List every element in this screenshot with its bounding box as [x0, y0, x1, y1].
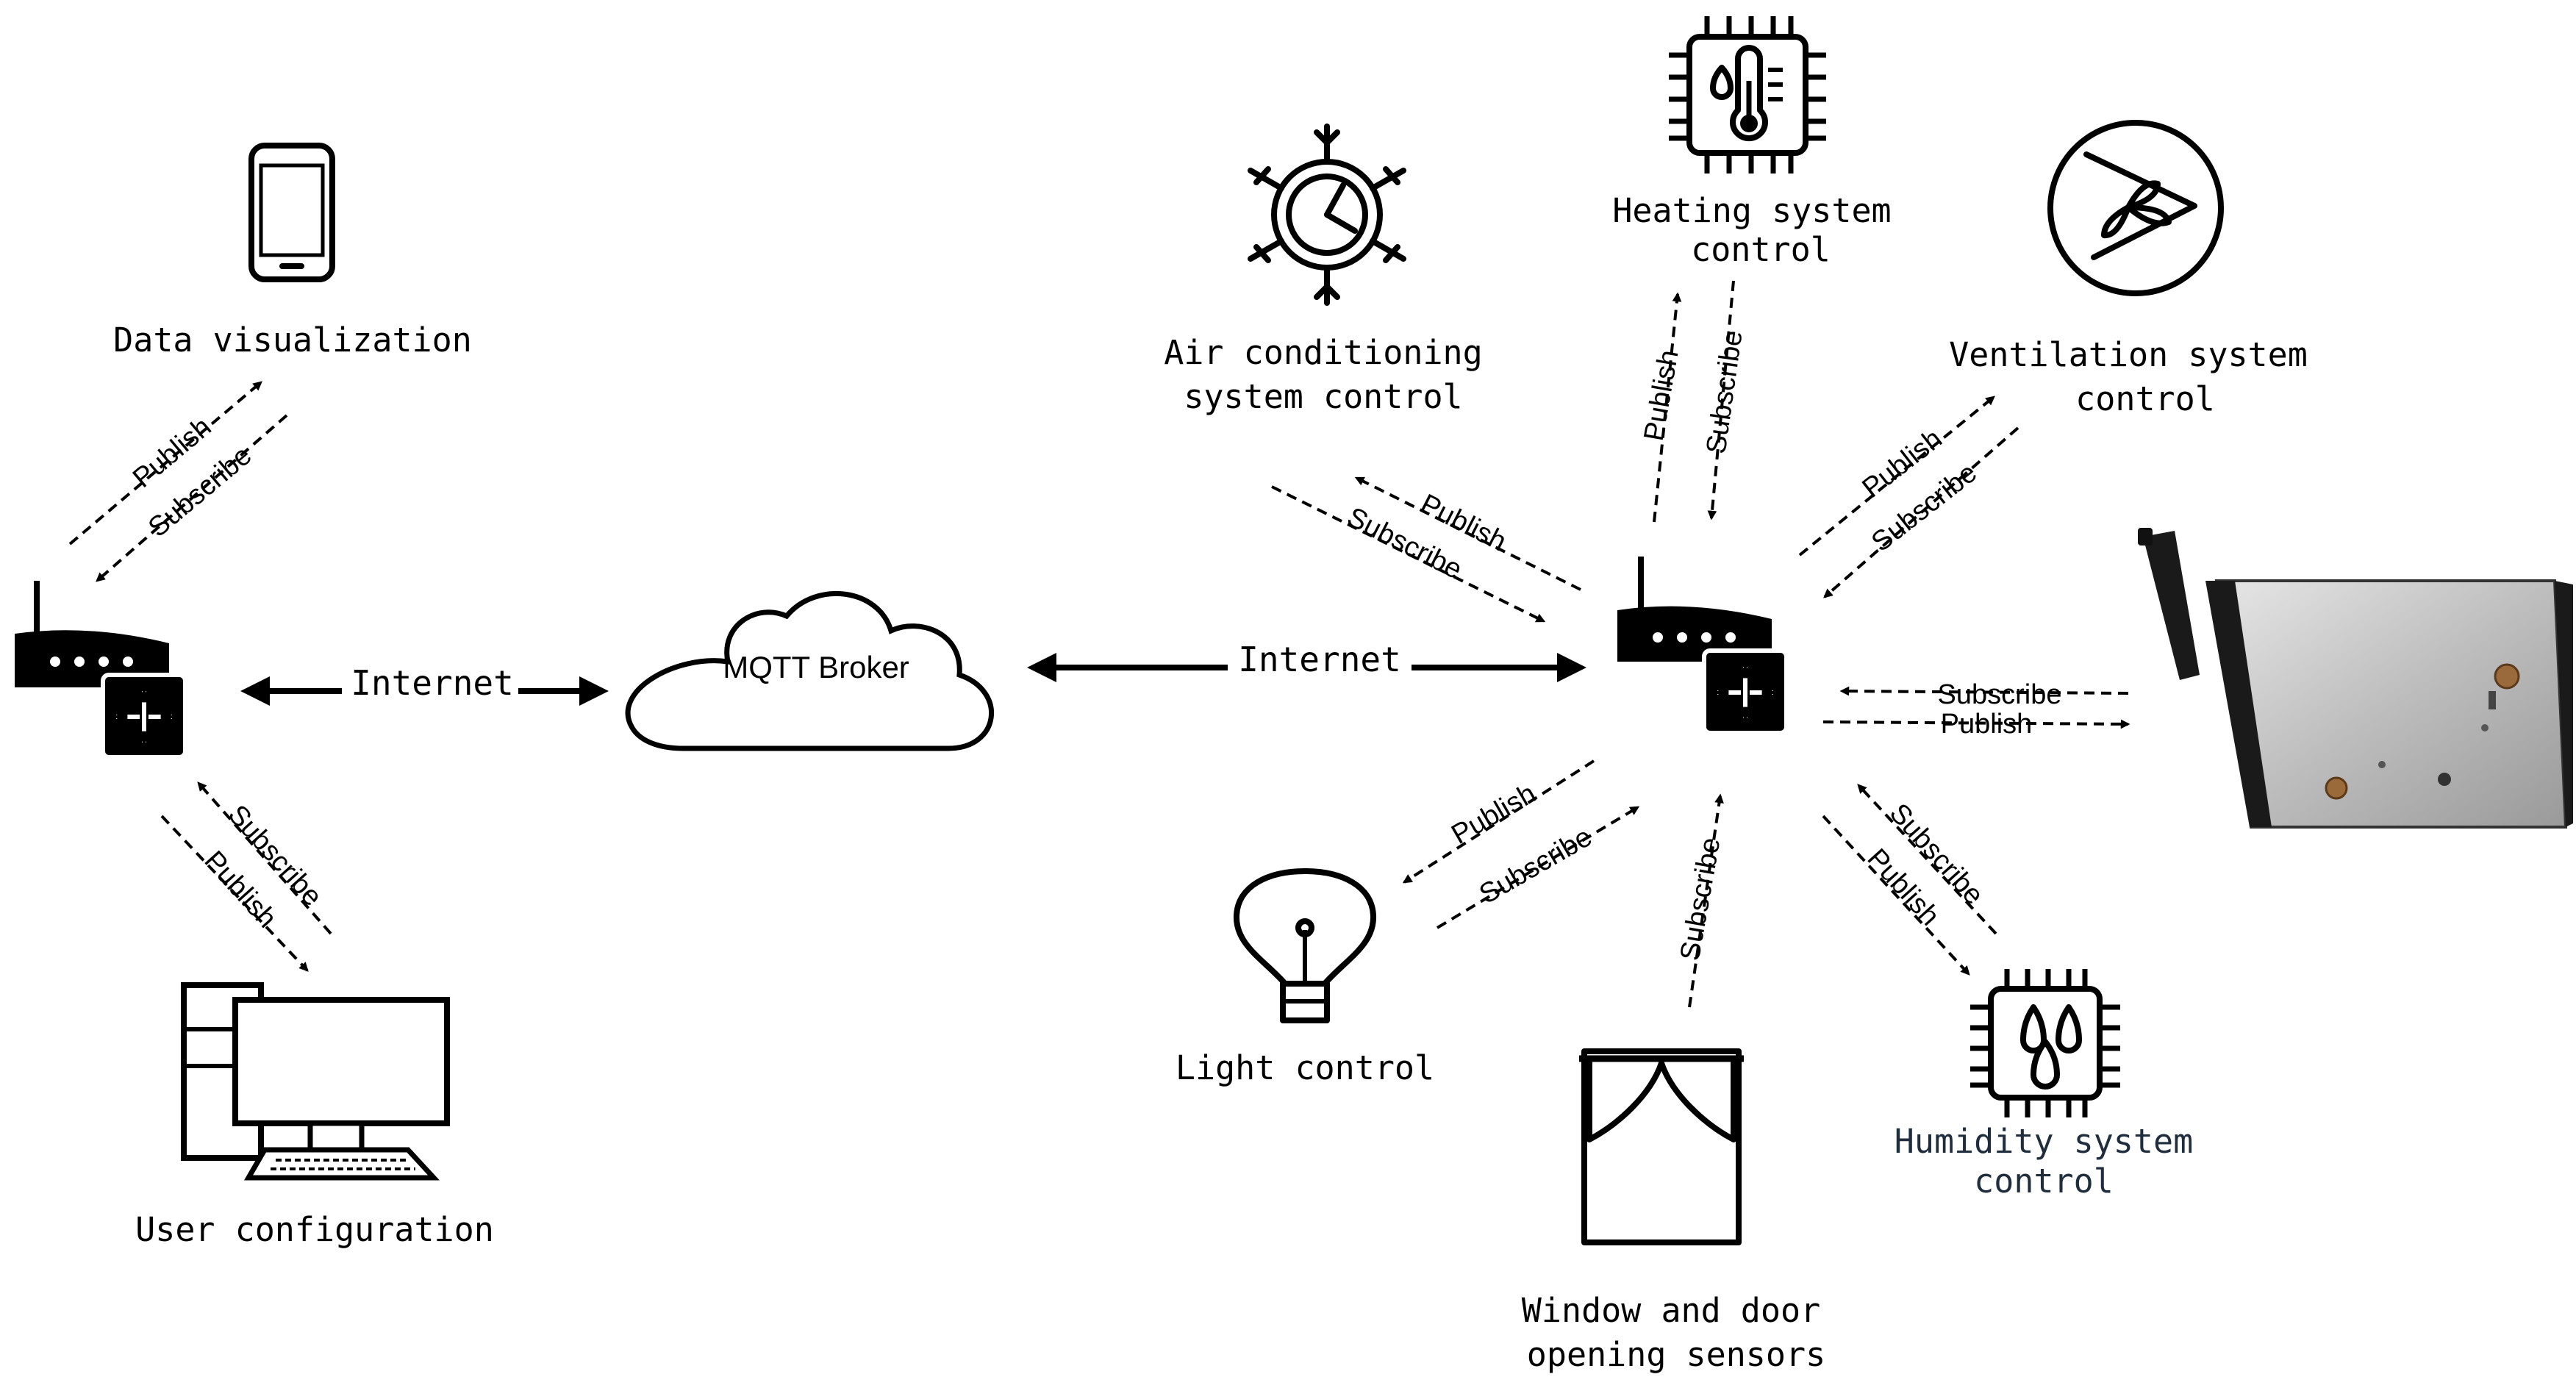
- humidity-label-line1: Humidity system: [1895, 1122, 2193, 1161]
- ventilation-label-line1: Ventilation system: [1949, 335, 2308, 374]
- sensor-device-image: [2138, 528, 2573, 829]
- desktop-computer-icon: [181, 982, 450, 1181]
- publish-label-heating: Publish: [1639, 348, 1685, 443]
- air-conditioning-label-line1: Air conditioning: [1164, 333, 1482, 372]
- internet-label-right: Internet: [1238, 640, 1401, 679]
- publish-label-device: Publish: [1941, 709, 2033, 740]
- ventilation-label-line2: control: [2075, 379, 2215, 418]
- link-data-visualization: [68, 381, 288, 582]
- link-window-door: [1688, 793, 1724, 1008]
- heating-label-line1: Heating system: [1612, 191, 1891, 230]
- humidity-chip-icon: [1970, 969, 2120, 1117]
- humidity-label-line2: control: [1974, 1162, 2114, 1201]
- subscribe-label-device: Subscribe: [1938, 679, 2062, 710]
- data-visualization-label: Data visualization: [113, 321, 472, 359]
- link-heating: [1653, 280, 1735, 523]
- user-configuration-label: User configuration: [135, 1210, 494, 1249]
- subscribe-label-light: Subscribe: [1474, 821, 1597, 910]
- snowflake-clock-icon: [1248, 124, 1406, 306]
- right-router-icon: [1617, 557, 1789, 735]
- link-light: [1402, 759, 1640, 929]
- cloud-icon: [625, 591, 995, 751]
- link-humidity: [1822, 784, 1997, 976]
- fan-icon: [2047, 120, 2224, 296]
- internet-label-left: Internet: [351, 663, 514, 703]
- publish-label-light: Publish: [1447, 778, 1542, 851]
- mqtt-broker-label: MQTT Broker: [723, 650, 909, 684]
- window-door-label-line2: opening sensors: [1527, 1335, 1825, 1374]
- window-door-label-line1: Window and door: [1522, 1291, 1820, 1330]
- subscribe-label-heating: Subscribe: [1701, 329, 1749, 456]
- link-sensor-device: [1822, 686, 2130, 729]
- light-label: Light control: [1176, 1048, 1434, 1087]
- link-ventilation: [1798, 396, 2019, 598]
- light-bulb-icon: [1233, 868, 1377, 1023]
- window-curtain-icon: [1579, 1048, 1744, 1245]
- heating-label-line2: control: [1691, 230, 1831, 269]
- left-router-icon: [15, 581, 187, 759]
- link-air-conditioning: [1271, 476, 1581, 623]
- subscribe-label-window: Subscribe: [1675, 835, 1727, 963]
- air-conditioning-label-line2: system control: [1184, 377, 1462, 416]
- link-user-configuration: [160, 781, 332, 972]
- smartphone-icon: [248, 143, 335, 282]
- thermometer-chip-icon: [1669, 16, 1826, 174]
